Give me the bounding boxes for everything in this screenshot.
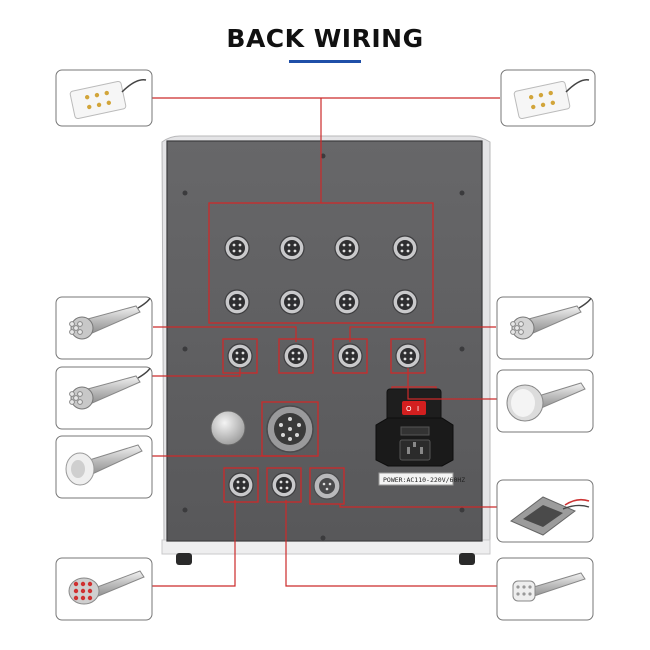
power-label-plate: POWER:AC110-220V/60HZ [378,472,465,486]
foot-left [176,553,192,565]
rf-handle-small [496,296,594,360]
top-socket-5 [224,289,250,315]
foot-pedal-icon [510,496,590,536]
middle-socket-2 [278,338,314,374]
middle-socket-4 [390,338,426,374]
cavitation-head [496,369,594,433]
led-handle [55,557,153,621]
wire-right-2 [407,368,502,400]
rf-handle-icon [510,297,592,340]
cavitation-head-icon [506,382,586,422]
vacuum-cup-handle [55,435,153,499]
electrode-pad-right [500,69,596,127]
wire-left-2 [150,368,241,377]
middle-socket-3 [332,338,368,374]
top-socket-3 [334,235,360,261]
rf-handle-multi-pole [55,366,153,430]
vacuum-handle-icon [65,444,143,486]
intensity-knob[interactable] [210,410,246,446]
pedal-din-socket [309,467,345,505]
power-module: O I [375,386,454,467]
top-socket-7 [334,289,360,315]
svg-text:I: I [417,405,419,413]
middle-socket-1 [222,338,258,374]
wire-left-4 [152,500,236,587]
svg-text:O: O [406,405,412,413]
top-socket-6 [279,289,305,315]
eye-handle-icon [512,572,586,602]
title-underline [289,60,361,63]
foot-right [459,553,475,565]
diagram-title: BACK WIRING [226,24,424,53]
top-socket-2 [279,235,305,261]
rf-handle-icon [69,297,151,340]
lower-socket-2 [266,467,302,503]
power-switch[interactable] [402,401,426,415]
led-handle-icon [68,570,145,605]
electrode-pad-left [55,69,153,127]
wire-right-4 [285,500,498,587]
wire-left-1 [153,326,297,342]
power-label: POWER:AC110-220V/60HZ [383,476,465,484]
rf-handle-icon [69,367,151,410]
wire-right-1 [349,326,496,342]
top-socket-1 [224,235,250,261]
top-socket-8 [392,289,418,315]
electrode-pad-icon [69,79,147,120]
eye-rf-handle [496,557,594,621]
top-socket-4 [392,235,418,261]
wiring-lines [150,97,502,587]
lower-socket-1 [223,467,259,503]
wire-right-3 [339,504,498,508]
foot-pedal [496,479,594,543]
rf-handle-6-pole [55,296,153,360]
electrode-pad-icon [513,79,590,120]
